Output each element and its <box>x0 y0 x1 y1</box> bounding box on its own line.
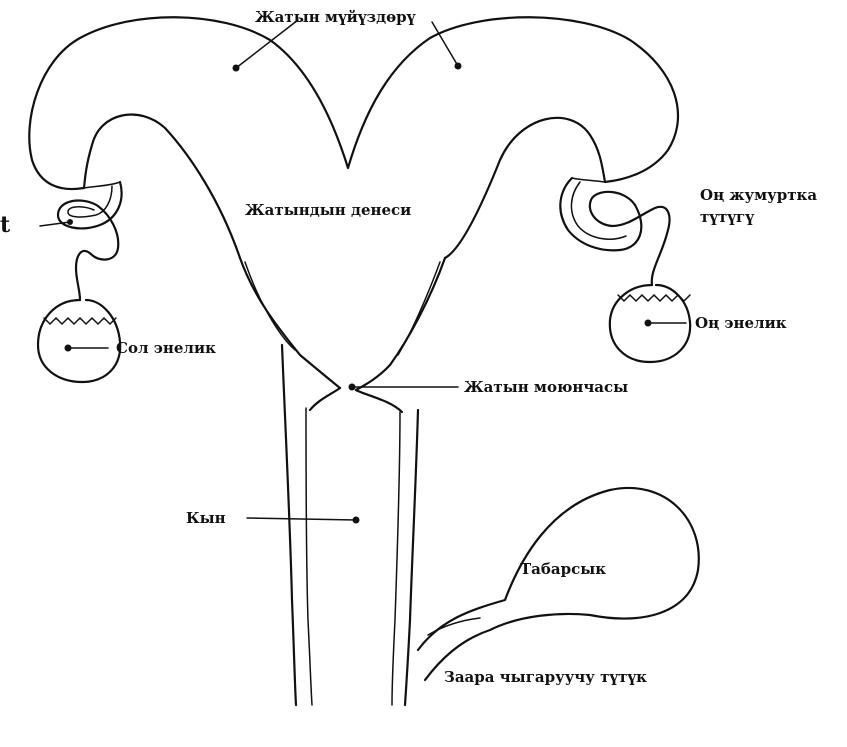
horns-point-left <box>232 64 240 72</box>
right-ovary-outline <box>608 283 692 364</box>
horns-point-right <box>454 62 462 70</box>
label-bladder: Табарсык <box>520 560 606 578</box>
uterus-body-right-edge <box>354 256 447 392</box>
left-ovary-wavy-line <box>43 316 117 326</box>
vagina-left-inner <box>305 407 313 706</box>
vagina-point <box>352 516 360 524</box>
uterus-body-left-edge <box>238 256 342 390</box>
left-horn-inner-line <box>83 181 121 189</box>
left-edge-point <box>67 219 73 225</box>
vagina-right-inner <box>391 411 401 706</box>
left-oviduct-coil-inner <box>67 185 113 218</box>
label-uterus-body: Жатындын денеси <box>245 201 411 219</box>
label-urethra: Заара чыгаруучу түтүк <box>444 668 647 686</box>
bladder-outline <box>416 487 700 682</box>
cervix-left <box>308 386 342 412</box>
right-horn-inner-line <box>571 177 606 183</box>
uterus-body-right-inner <box>397 261 441 356</box>
label-left-ovary: Сол энелик <box>116 339 216 357</box>
left-ovary-outline <box>36 298 122 384</box>
label-right-ovary: Оң энелик <box>695 314 787 332</box>
horns-leader-left <box>235 19 299 69</box>
label-vagina: Кын <box>186 509 226 527</box>
urethra-inner-line <box>427 617 481 636</box>
right-ovary-wavy-line <box>617 293 691 303</box>
label-cervix: Жатын моюнчасы <box>464 378 628 396</box>
left-oviduct-coil <box>56 180 123 302</box>
label-edge-fragment: t <box>0 212 11 238</box>
right-oviduct-coil-inner <box>570 181 627 240</box>
vagina-left-outer <box>280 343 298 707</box>
horns-leader-right <box>431 21 459 67</box>
uterus-body-left-inner <box>244 261 296 351</box>
vagina-leader <box>246 517 357 521</box>
label-horns: Жатын мүйүздөрү <box>255 8 417 26</box>
label-right-oviduct-line1: Оң жумуртка <box>700 186 817 204</box>
left-edge-leader <box>39 221 71 227</box>
cervix-right <box>354 388 404 414</box>
uterus-outer-outline <box>28 16 680 260</box>
label-right-oviduct-line2: түтүгү <box>700 208 755 226</box>
right-oviduct-coil <box>559 176 671 287</box>
vagina-right-outer <box>403 408 420 707</box>
